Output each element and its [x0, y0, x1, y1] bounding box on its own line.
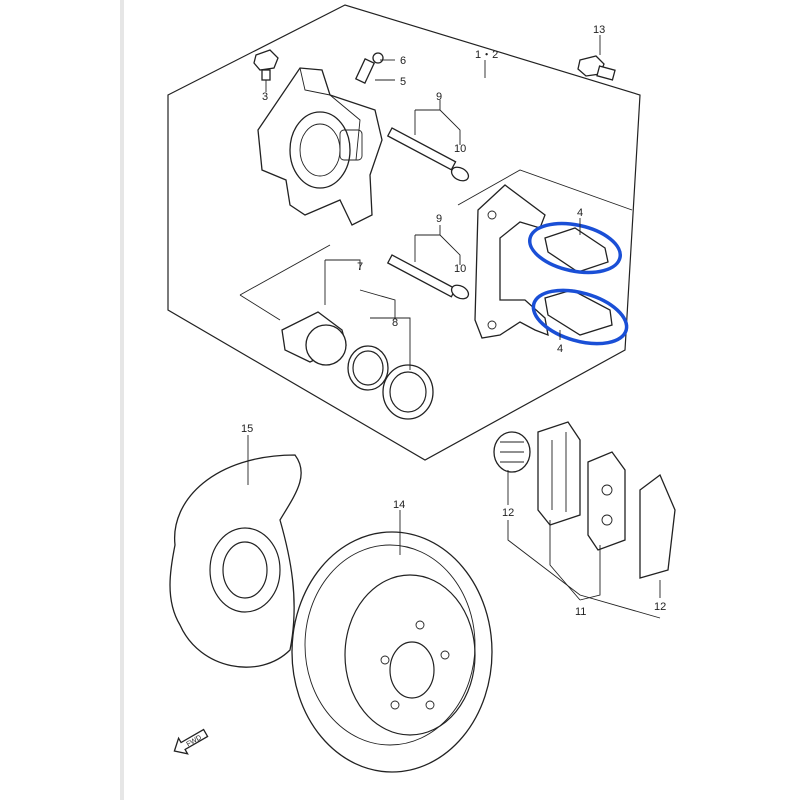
- highlight-lower-clip: [531, 288, 629, 346]
- bleeder-screw: [354, 52, 384, 84]
- callout-5: 5: [400, 76, 406, 88]
- slide-pin-upper: [386, 127, 470, 182]
- callout-12-right: 12: [654, 601, 666, 613]
- callout-11: 11: [575, 606, 586, 618]
- piston-subframe-line-2: [239, 294, 281, 321]
- bolt-13: [577, 55, 616, 81]
- caliper-body: [257, 67, 383, 226]
- slide-pin-lower: [386, 254, 470, 300]
- bracket-subframe: [457, 169, 633, 211]
- callout-10-lower: 10: [454, 263, 466, 275]
- callout-3: 3: [262, 91, 268, 103]
- piston-seal: [347, 345, 389, 391]
- callout-6: 6: [400, 55, 406, 67]
- pad-shim-12b: [639, 473, 676, 579]
- callout-4-upper: 4: [577, 207, 583, 219]
- callout-9-lower: 9: [436, 213, 442, 225]
- page-margin-bar: [120, 0, 124, 800]
- dust-boot-inner: [389, 371, 427, 413]
- pad-shim-12a: [493, 431, 531, 473]
- forward-direction-marker: FWD: [173, 728, 209, 755]
- piston-seal-inner: [352, 350, 384, 386]
- brake-pad-outer: [587, 451, 626, 551]
- pad-clip-upper: [544, 227, 609, 273]
- callout-14: 14: [393, 499, 405, 511]
- brake-rotor: [291, 531, 493, 773]
- callout-10-upper: 10: [454, 143, 466, 155]
- callout-8: 8: [392, 317, 398, 329]
- brake-pad-inner: [537, 421, 581, 526]
- callout-15: 15: [241, 423, 253, 435]
- callout-9-upper: 9: [436, 91, 442, 103]
- pad-clip-lower: [544, 289, 613, 336]
- piston: [281, 311, 347, 366]
- callout-12-left: 12: [502, 507, 514, 519]
- dust-shield: [169, 454, 302, 668]
- leader-lines: [247, 35, 661, 619]
- callout-1-2: 1・2: [475, 49, 498, 61]
- piston-subframe-line: [239, 244, 331, 296]
- callout-13: 13: [593, 24, 605, 36]
- caliper-assembly-frame: [167, 4, 641, 461]
- bolt-3: [253, 49, 279, 81]
- fwd-label: FWD: [186, 734, 203, 748]
- callout-4-lower: 4: [557, 343, 563, 355]
- callout-7: 7: [357, 261, 363, 273]
